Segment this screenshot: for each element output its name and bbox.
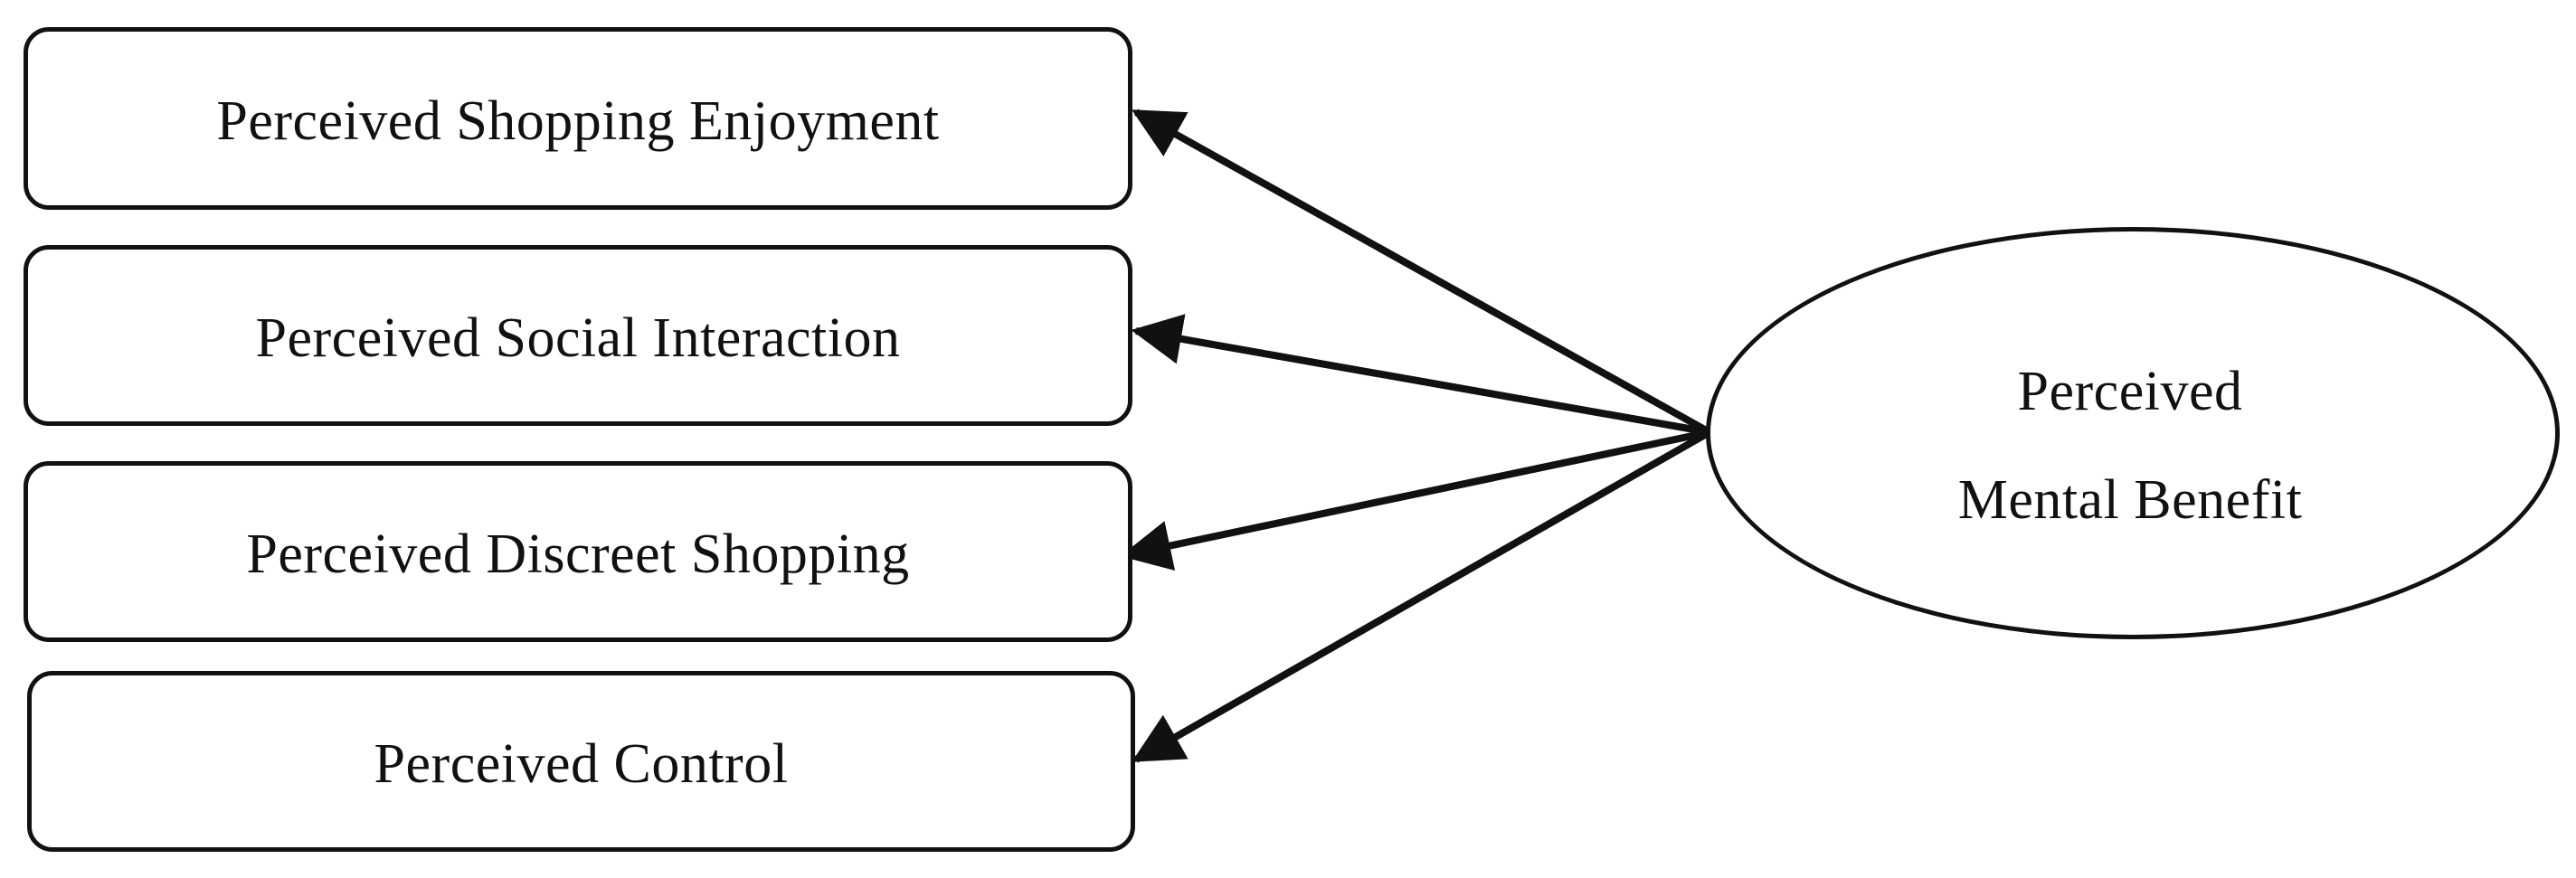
construct-label-line-2: Mental Benefit — [1957, 469, 2303, 531]
factor-box-discreet-shopping: Perceived Discreet Shopping — [24, 461, 1132, 642]
arrow-to-control — [1132, 429, 1711, 763]
factor-box-shopping-enjoyment: Perceived Shopping Enjoyment — [24, 27, 1132, 210]
factor-box-control: Perceived Control — [27, 671, 1135, 852]
arrow-to-enjoyment — [1132, 109, 1711, 436]
factor-label-control: Perceived Control — [374, 732, 789, 795]
arrow-to-social — [1131, 314, 1710, 436]
construct-ellipse-mental-benefit — [1706, 227, 2560, 639]
factor-label-shopping-enjoyment: Perceived Shopping Enjoyment — [216, 90, 940, 152]
construct-label-line-1: Perceived — [2017, 361, 2243, 422]
factor-label-discreet-shopping: Perceived Discreet Shopping — [246, 523, 910, 585]
arrow-to-discreet — [1120, 429, 1710, 571]
factor-box-social-interaction: Perceived Social Interaction — [24, 245, 1132, 426]
factor-label-social-interaction: Perceived Social Interaction — [255, 307, 901, 369]
